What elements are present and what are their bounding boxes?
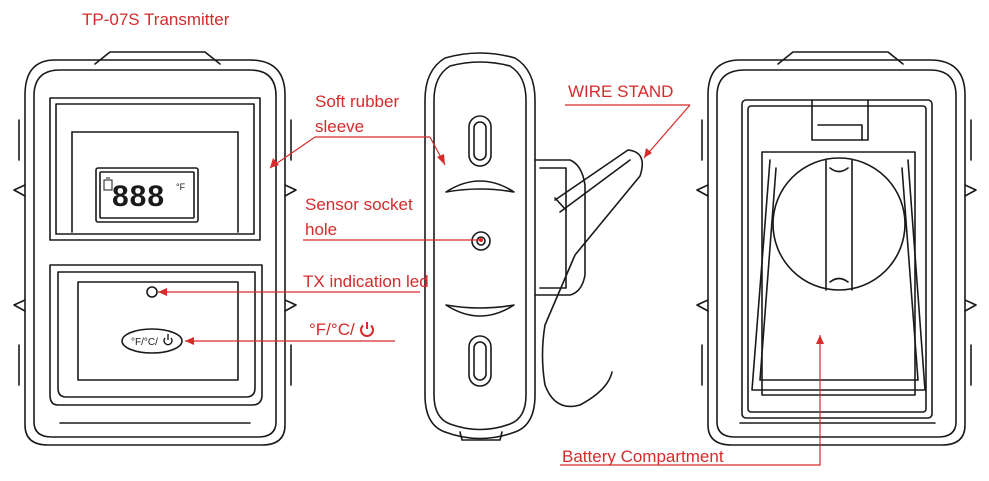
unit-button-face: °F/°C/ bbox=[131, 334, 173, 348]
label-wire-stand: WIRE STAND bbox=[568, 82, 674, 101]
label-unit-button-text: °F/°C/ bbox=[309, 320, 355, 339]
power-icon bbox=[360, 322, 375, 337]
label-unit-button: °F/°C/ bbox=[309, 320, 375, 340]
power-icon bbox=[163, 334, 173, 346]
leader-arrowheads bbox=[158, 148, 824, 345]
lcd-digits: 888 bbox=[112, 180, 165, 213]
lcd-display: 888 °F bbox=[103, 177, 186, 213]
front-view bbox=[13, 51, 297, 446]
leader-lines bbox=[158, 104, 821, 466]
label-battery-compartment: Battery Compartment bbox=[562, 447, 724, 466]
back-view bbox=[696, 51, 977, 446]
label-sensor-socket-line1: Sensor socket bbox=[305, 195, 413, 214]
button-text: °F/°C/ bbox=[131, 337, 158, 348]
label-soft-rubber-line2: sleeve bbox=[315, 117, 365, 136]
label-sensor-socket-line2: hole bbox=[305, 220, 338, 239]
lcd-unit: °F bbox=[176, 182, 186, 192]
battery-icon bbox=[103, 177, 113, 191]
label-soft-rubber-line1: Soft rubber bbox=[315, 92, 400, 111]
label-tx-led: TX indication led bbox=[303, 272, 429, 291]
side-view bbox=[424, 52, 644, 441]
diagram-title: TP-07S Transmitter bbox=[82, 10, 230, 29]
